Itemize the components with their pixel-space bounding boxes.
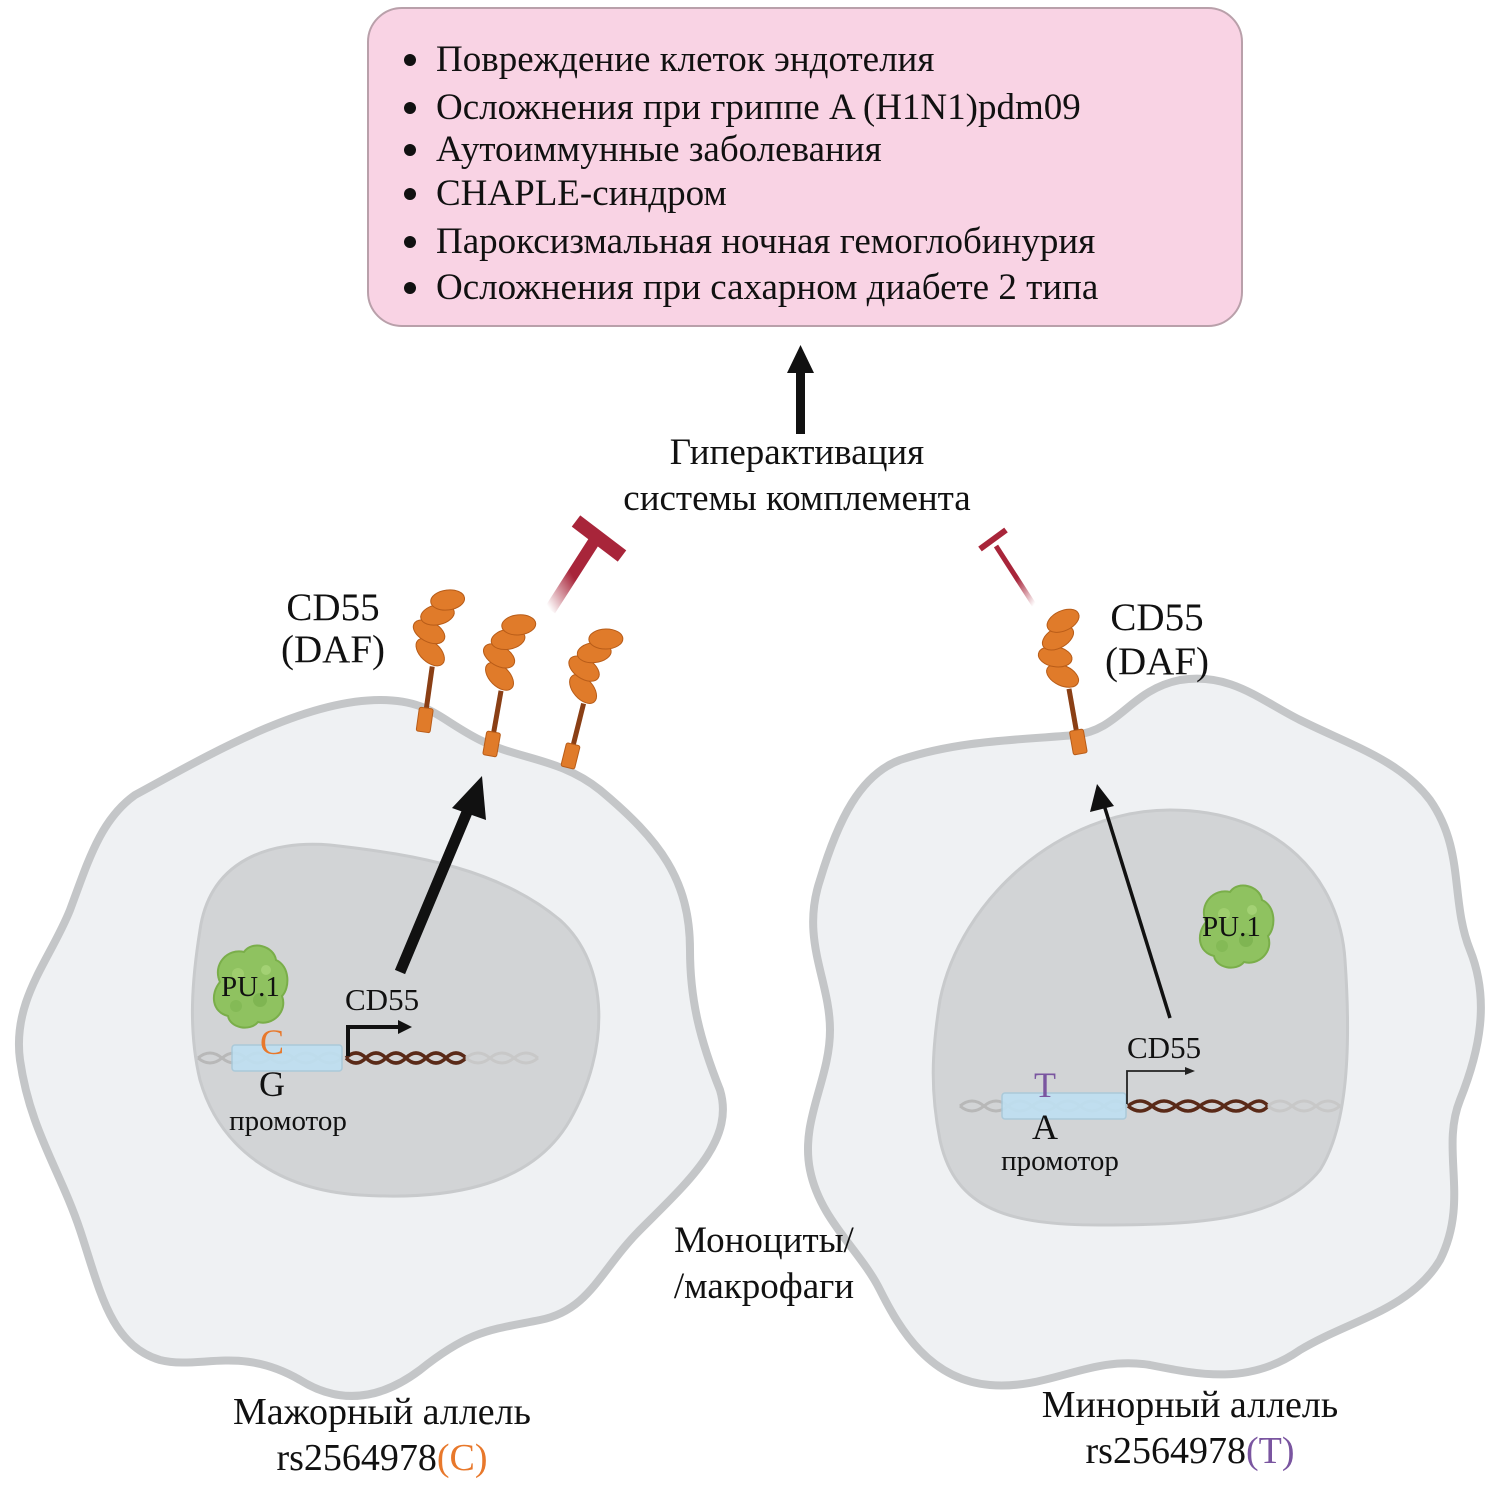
outcome-text: CHAPLE-синдром [436,173,727,214]
right-bottom-base: A [1032,1107,1058,1147]
right-dna [959,1092,1341,1120]
cell-type-line1: Моноциты/ [674,1220,854,1261]
right-top-base: T [1034,1065,1056,1105]
left-top-base: C [260,1022,284,1062]
outcomes-box: Повреждение клеток эндотелия Осложнения … [367,7,1243,327]
up-arrow-icon [787,345,814,434]
outcome-text: Осложнения при сахарном диабете 2 типа [436,267,1098,308]
outcome-item: CHAPLE-синдром [404,173,727,214]
left-gene-label: CD55 [345,982,419,1017]
left-dna [197,1044,539,1072]
cell-type-label: Моноциты/ /макрофаги [674,1220,855,1307]
right-caption-allele: (T) [1246,1430,1295,1472]
left-protein-label-line1: CD55 [286,586,379,629]
left-promoter-region [231,1044,343,1072]
right-promoter-region [1001,1092,1127,1120]
complement-label: Гиперактивация системы комплемента [623,432,970,519]
weak-inhibition-icon [978,527,1037,607]
right-promoter-label: промотор [1001,1145,1119,1177]
outcome-item: Аутоиммунные заболевания [404,129,882,170]
left-promoter-label: промотор [229,1105,347,1137]
bullet-icon [404,144,416,156]
outcome-text: Аутоиммунные заболевания [436,129,882,170]
bullet-icon [404,236,416,248]
bullet-icon [404,102,416,114]
cell-type-line2: /макрофаги [674,1266,854,1307]
complement-line1: Гиперактивация [670,432,924,473]
strong-inhibition-icon [544,515,627,614]
bullet-icon [404,54,416,66]
left-caption: Мажорный аллель rs2564978(C) [233,1391,531,1479]
left-pu1-label: PU.1 [221,971,280,1003]
left-caption-line1: Мажорный аллель [233,1391,531,1433]
left-cell: CD55 PU.1 C G промотор CD55 (DAF) [14,580,727,1400]
outcome-text: Повреждение клеток эндотелия [436,39,934,80]
outcome-item: Осложнения при гриппе A (H1N1)pdm09 [404,87,1081,128]
right-pu1-label: PU.1 [1202,911,1261,943]
left-expression-arrow-icon [394,776,486,975]
outcome-text: Пароксизмальная ночная гемоглобинурия [436,221,1095,262]
outcome-item: Пароксизмальная ночная гемоглобинурия [404,221,1095,262]
right-tss-arrow-icon [1126,1067,1195,1104]
complement-line2: системы комплемента [623,478,970,519]
left-caption-allele: (C) [437,1437,488,1479]
outcome-item: Осложнения при сахарном диабете 2 типа [404,267,1098,308]
right-caption-rs: rs2564978 [1086,1430,1246,1472]
outcome-text: Осложнения при гриппе A (H1N1)pdm09 [436,87,1081,128]
left-caption-rs: rs2564978 [276,1437,436,1479]
right-gene-label: CD55 [1127,1030,1201,1065]
left-tss-arrow-icon [346,1020,412,1056]
left-caption-line2: rs2564978(C) [276,1437,487,1479]
left-daf-protein [540,616,629,775]
outcome-item: Повреждение клеток эндотелия [404,39,934,80]
right-cell: CD55 PU.1 T A промотор CD55 (DAF) [803,596,1485,1390]
right-expression-arrow-icon [1090,784,1172,1019]
bullet-icon [404,282,416,294]
right-caption: Минорный аллель rs2564978(T) [1042,1384,1338,1472]
left-nucleus [190,842,601,1198]
right-protein-label-line2: (DAF) [1105,640,1209,683]
right-protein-label-line1: CD55 [1110,596,1203,639]
bullet-icon [404,188,416,200]
right-caption-line1: Минорный аллель [1042,1384,1338,1426]
left-bottom-base: G [259,1064,285,1104]
right-caption-line2: rs2564978(T) [1086,1430,1295,1472]
left-protein-label-line2: (DAF) [281,628,385,671]
